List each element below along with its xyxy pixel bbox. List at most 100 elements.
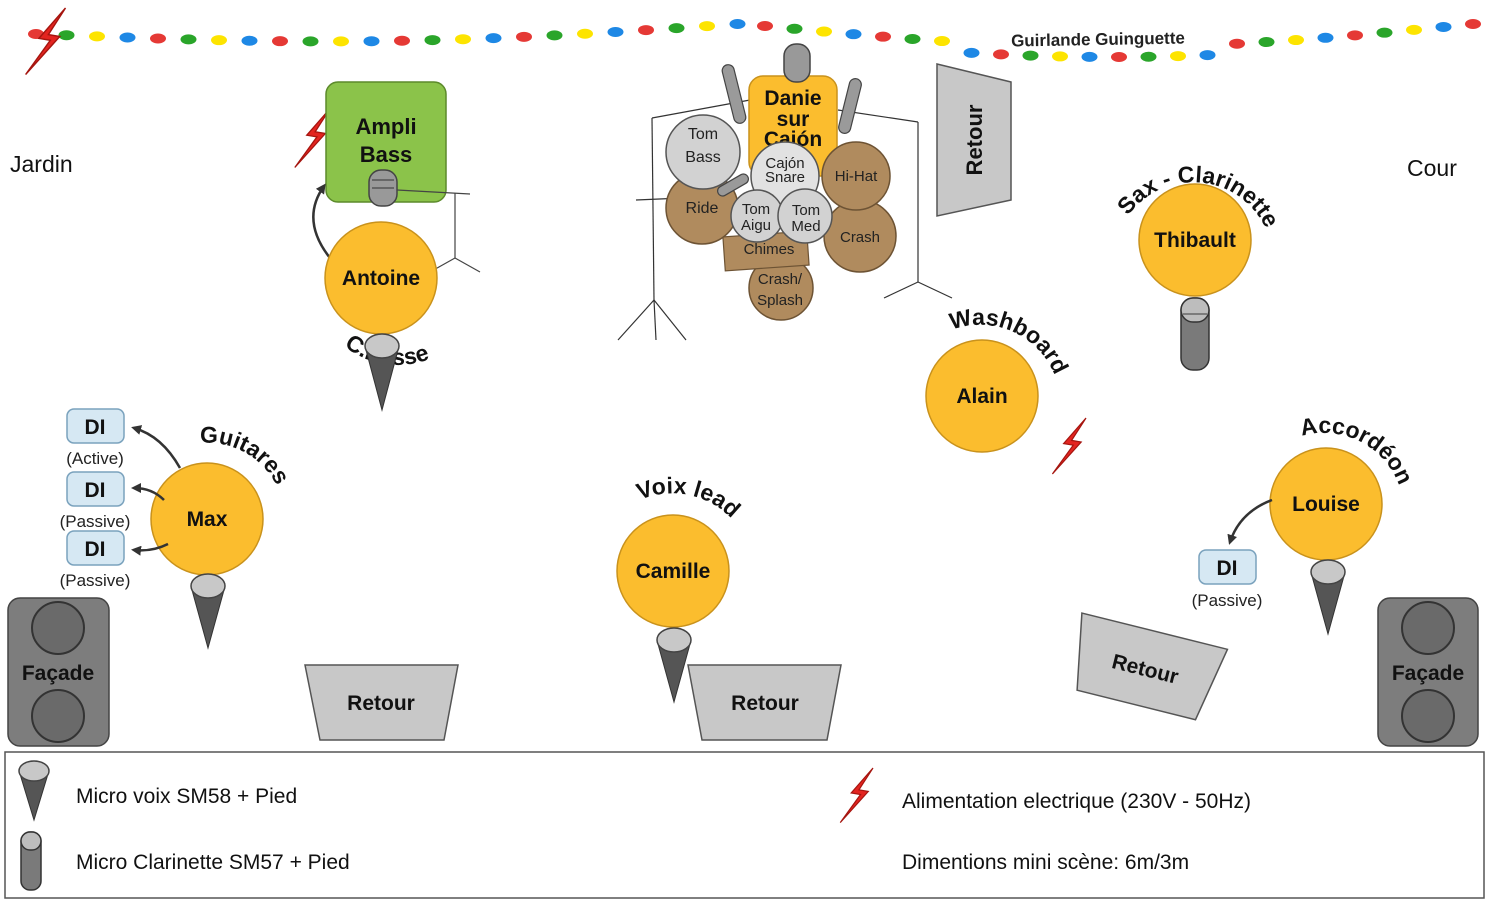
garland-label: Guirlande Guinguette [1011, 28, 1185, 50]
garland-light [211, 35, 227, 46]
drum-label: Cajón [765, 155, 804, 172]
drum-label: Ride [686, 200, 719, 217]
garland-light [455, 34, 471, 45]
musician-name: Antoine [342, 267, 420, 290]
connection-arrow [131, 425, 182, 469]
sm57-mic-icon [1180, 297, 1210, 371]
drum-label: Crash [840, 229, 880, 246]
legend-sm57: Micro Clarinette SM57 + Pied [76, 851, 350, 874]
musician-camille [616, 514, 730, 628]
instrument-label: Voix lead [633, 472, 746, 522]
garland-light [668, 23, 685, 34]
drum-label: Aigu [741, 217, 771, 234]
svg-text:(Active): (Active) [66, 449, 124, 468]
musician-alain [925, 339, 1039, 453]
musician-name: Alain [956, 385, 1007, 408]
di-box: DI (Active) [66, 408, 125, 468]
monitor-label: Retour [962, 104, 987, 175]
garland-light [1170, 51, 1186, 62]
garland-light [58, 30, 75, 41]
legend-box [4, 751, 1485, 899]
svg-text:Façade: Façade [1392, 662, 1464, 685]
garland-light [1288, 35, 1304, 46]
drum-label: Tom [742, 201, 770, 218]
sm58-mic-icon [656, 627, 692, 704]
sm57-mic-icon [20, 831, 42, 891]
sm58-mic-icon [364, 333, 400, 412]
drummer-name: Danie [764, 87, 821, 110]
garland-light [638, 25, 654, 36]
garland-light [699, 21, 715, 32]
musician-name: Thibault [1154, 229, 1236, 252]
garland-light [993, 49, 1009, 60]
garland-light [607, 26, 624, 37]
garland-light [1435, 21, 1452, 32]
connection-arrow [131, 483, 165, 501]
svg-text:DI: DI [85, 538, 106, 561]
garland-light [1022, 50, 1039, 61]
garland-light [1465, 19, 1481, 29]
garland-light [904, 33, 921, 44]
drum-label: Bass [685, 149, 721, 166]
garland-light [424, 35, 441, 46]
garland-light [963, 47, 980, 58]
svg-text:Façade: Façade [22, 662, 94, 685]
sm58-mic-icon [190, 573, 226, 650]
svg-text:DI: DI [85, 479, 106, 502]
garland-light [1406, 24, 1422, 35]
garland-light [516, 31, 532, 42]
drum-label: Tom [792, 202, 820, 219]
garland-light [302, 36, 319, 47]
garland-light [89, 31, 105, 42]
garland-light [786, 23, 803, 34]
side-label-cour: Cour [1407, 155, 1457, 181]
musician-name: Camille [636, 560, 711, 583]
garland-light [546, 30, 563, 41]
garland-light [845, 29, 862, 40]
legend-sm58: Micro voix SM58 + Pied [76, 785, 297, 808]
svg-text:DI: DI [1217, 557, 1238, 580]
sm58-mic-icon [1310, 559, 1346, 636]
power-bolt-icon [839, 767, 874, 823]
musician-thibault [1138, 183, 1252, 297]
sm58-mic-icon [18, 760, 50, 822]
garland-light [1052, 51, 1068, 62]
drum-label: Med [791, 218, 820, 235]
garland-light [729, 19, 746, 29]
garland-light [816, 26, 832, 37]
bass-amp-label: Bass [360, 142, 413, 167]
garland-light [394, 35, 410, 46]
di-box: DI (Passive) [60, 530, 131, 590]
connection-arrow [312, 183, 331, 259]
drummer-label: sur [777, 108, 810, 131]
drum-tom-med [777, 188, 833, 244]
garland-light [1376, 27, 1393, 38]
drum-label: Snare [765, 169, 805, 186]
svg-text:(Passive): (Passive) [60, 512, 131, 531]
speaker-right: Façade [1377, 597, 1479, 747]
speaker-left: Façade [7, 597, 110, 747]
side-label-jardin: Jardin [10, 151, 73, 177]
monitor-left: Retour [304, 664, 459, 741]
power-bolt-icon [25, 7, 67, 75]
overhead-mic-icon [783, 43, 811, 83]
svg-text:(Passive): (Passive) [60, 571, 131, 590]
musician-name: Louise [1292, 493, 1360, 516]
monitor-center: Retour [687, 664, 842, 741]
di-box: DI (Passive) [60, 471, 131, 531]
garland-light [1081, 51, 1098, 62]
drum-tom-bass [665, 114, 741, 190]
garland-light [1229, 38, 1245, 49]
power-bolt-icon [294, 107, 332, 168]
garland-light [180, 34, 197, 45]
garland-light [150, 33, 166, 44]
connection-arrow [1227, 498, 1273, 545]
garland-light [1111, 52, 1127, 62]
svg-text:DI: DI [85, 416, 106, 439]
connection-arrow [131, 542, 169, 556]
di-box: DI (Passive) [1192, 549, 1262, 610]
svg-text:Retour: Retour [731, 692, 799, 715]
garland-light [333, 36, 349, 47]
